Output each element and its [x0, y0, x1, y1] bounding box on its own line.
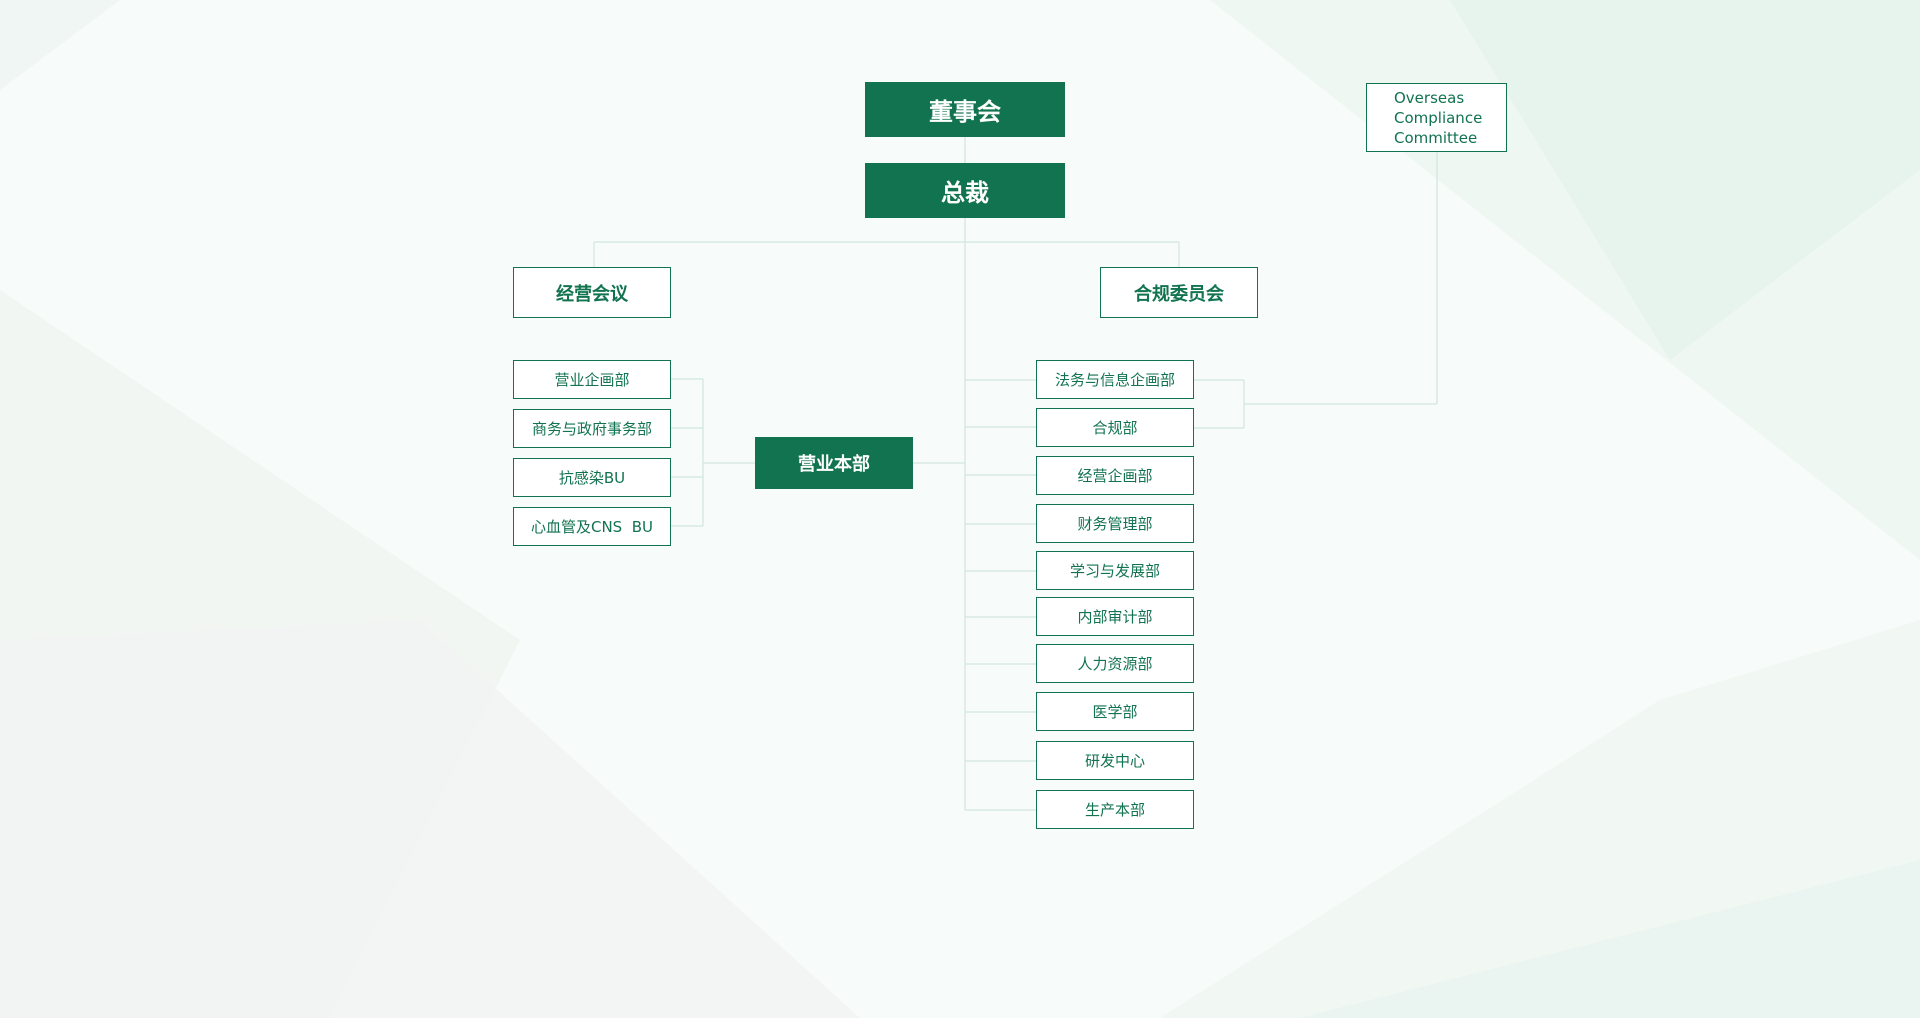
sales-unit-box: 抗感染BU	[513, 458, 671, 497]
sales-unit-label: 商务与政府事务部	[531, 420, 652, 438]
sales-unit-box: 商务与政府事务部	[513, 409, 671, 448]
sales-unit-box: 营业企画部	[513, 360, 671, 399]
department-label: 财务管理部	[1077, 515, 1153, 533]
department-box: 学习与发展部	[1036, 551, 1194, 590]
department-label: 合规部	[1092, 419, 1138, 437]
department-label: 法务与信息企画部	[1054, 371, 1175, 389]
department-box: 生产本部	[1036, 790, 1194, 829]
department-box: 研发中心	[1036, 741, 1194, 780]
sales-unit-label: 抗感染BU	[558, 469, 626, 487]
sales-hq-box: 营业本部	[755, 437, 913, 489]
department-box: 经营企画部	[1036, 456, 1194, 495]
sales-unit-label: 营业企画部	[554, 371, 630, 389]
department-box: 法务与信息企画部	[1036, 360, 1194, 399]
president-label: 总裁	[941, 179, 989, 207]
sales-unit-box: 心血管及CNS BU	[513, 507, 671, 546]
president-box: 总裁	[865, 163, 1065, 218]
department-label: 医学部	[1092, 703, 1138, 721]
department-box: 内部审计部	[1036, 597, 1194, 636]
department-label: 研发中心	[1084, 752, 1145, 770]
board-box: 董事会	[865, 82, 1065, 137]
department-label: 生产本部	[1084, 801, 1145, 819]
department-box: 人力资源部	[1036, 644, 1194, 683]
department-label: 学习与发展部	[1069, 562, 1160, 580]
overseas-line-3: Committee	[1394, 128, 1478, 147]
department-box: 合规部	[1036, 408, 1194, 447]
department-label: 经营企画部	[1077, 467, 1153, 485]
department-label: 内部审计部	[1077, 608, 1153, 626]
overseas-line-2: Compliance	[1394, 108, 1483, 127]
department-box: 医学部	[1036, 692, 1194, 731]
sales-unit-label: 心血管及CNS BU	[530, 518, 654, 536]
compliance-committee-label: 合规委员会	[1134, 283, 1224, 305]
business-meeting-label: 经营会议	[556, 283, 628, 305]
compliance-committee-box: 合规委员会	[1100, 267, 1258, 318]
sales-hq-label: 营业本部	[798, 454, 870, 475]
business-meeting-box: 经营会议	[513, 267, 671, 318]
board-label: 董事会	[929, 98, 1001, 126]
department-label: 人力资源部	[1077, 655, 1153, 673]
overseas-line-1: Overseas	[1394, 88, 1465, 107]
department-box: 财务管理部	[1036, 504, 1194, 543]
overseas-compliance-committee-box: Overseas Compliance Committee	[1366, 83, 1507, 152]
